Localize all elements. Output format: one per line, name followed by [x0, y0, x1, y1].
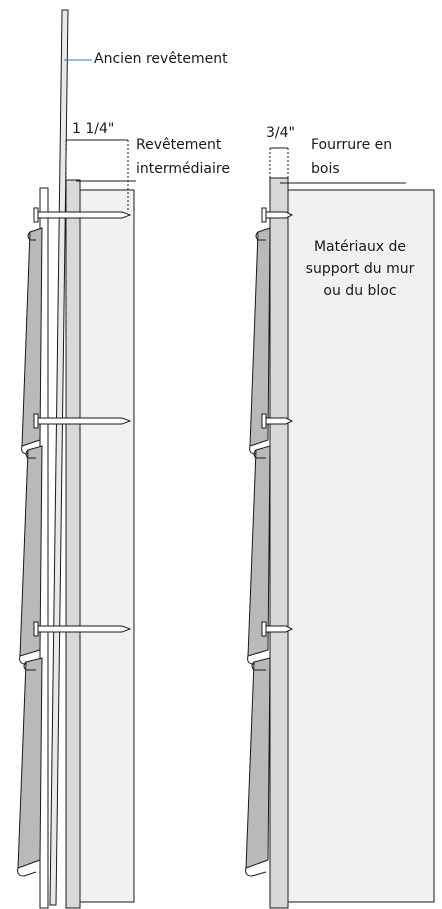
right-assembly	[245, 147, 435, 909]
left-assembly	[17, 9, 136, 909]
label-old-siding: Ancien revêtement	[94, 51, 228, 67]
label-intermediate-line2: intermédiaire	[136, 161, 230, 177]
nail-icon	[261, 207, 294, 223]
nail-icon	[261, 413, 294, 429]
old-siding-board	[49, 9, 69, 906]
siding-panel-icon	[19, 445, 43, 665]
wood-furring-strip	[269, 177, 289, 909]
nail-icon	[33, 207, 132, 223]
label-furring-line2: bois	[311, 161, 340, 177]
right-backing-wall	[287, 189, 435, 903]
siding-panel-icon	[245, 657, 271, 877]
nail-icon	[33, 621, 132, 637]
label-wall-line1: Matériaux de	[313, 239, 407, 255]
siding-panel-icon	[249, 227, 271, 455]
siding-panel-icon	[247, 445, 271, 665]
label-wall-line2: support du mur	[305, 261, 415, 277]
intermediate-siding-strip	[65, 179, 81, 909]
label-intermediate-line1: Revêtement	[136, 137, 222, 153]
label-gap-left: 1 1/4"	[72, 121, 115, 137]
label-furring-line1: Fourrure en	[311, 137, 393, 153]
nail-icon	[261, 621, 294, 637]
nail-icon	[33, 413, 132, 429]
siding-panel-icon	[21, 227, 43, 455]
left-backing-wall	[79, 189, 135, 903]
label-wall-line3: ou du bloc	[323, 283, 397, 299]
label-gap-right: 3/4"	[266, 125, 295, 141]
siding-panel-icon	[17, 657, 43, 877]
